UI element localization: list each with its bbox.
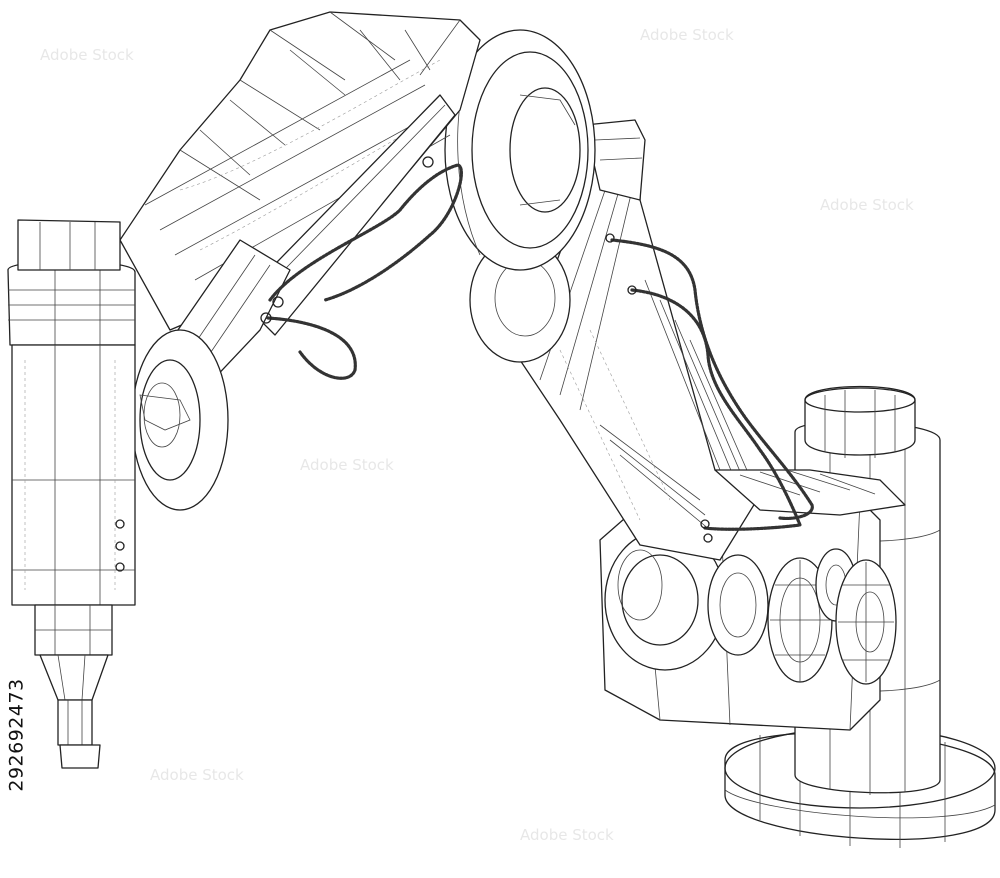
drill-bit: [59, 744, 101, 769]
watermark-label: Adobe Stock: [300, 456, 394, 474]
indicator-light: [115, 541, 125, 551]
watermark-label: Adobe Stock: [820, 196, 914, 214]
elbow-joint: [444, 29, 596, 363]
indicator-light: [115, 562, 125, 572]
hose-lower-a: [610, 238, 814, 521]
watermark-label: Adobe Stock: [640, 26, 734, 44]
watermark-label: Adobe Stock: [40, 46, 134, 64]
watermark-label: Adobe Stock: [520, 826, 614, 844]
wrist-joint: [131, 329, 229, 511]
tool-head: [7, 219, 136, 769]
base-cap: [804, 385, 916, 456]
hose-lower-b: [630, 288, 803, 531]
stock-id-label: 292692473: [6, 678, 29, 792]
lower-arm: [519, 119, 906, 561]
gear-disks: [767, 548, 897, 685]
hose-loop: [266, 316, 357, 380]
watermark-pattern: Adobe Stock Adobe Stock Adobe Stock Adob…: [40, 26, 914, 844]
hose-upper: [268, 163, 463, 302]
spindle-body: [11, 344, 136, 606]
cable-hoses: [260, 156, 814, 543]
stock-id-label-container: 292692473: [2, 640, 32, 830]
spindle-top: [7, 260, 136, 346]
indicator-light: [115, 519, 125, 529]
elbow-disk: [444, 29, 596, 271]
watermark-label: Adobe Stock: [150, 766, 244, 784]
spindle-taper: [39, 654, 109, 701]
